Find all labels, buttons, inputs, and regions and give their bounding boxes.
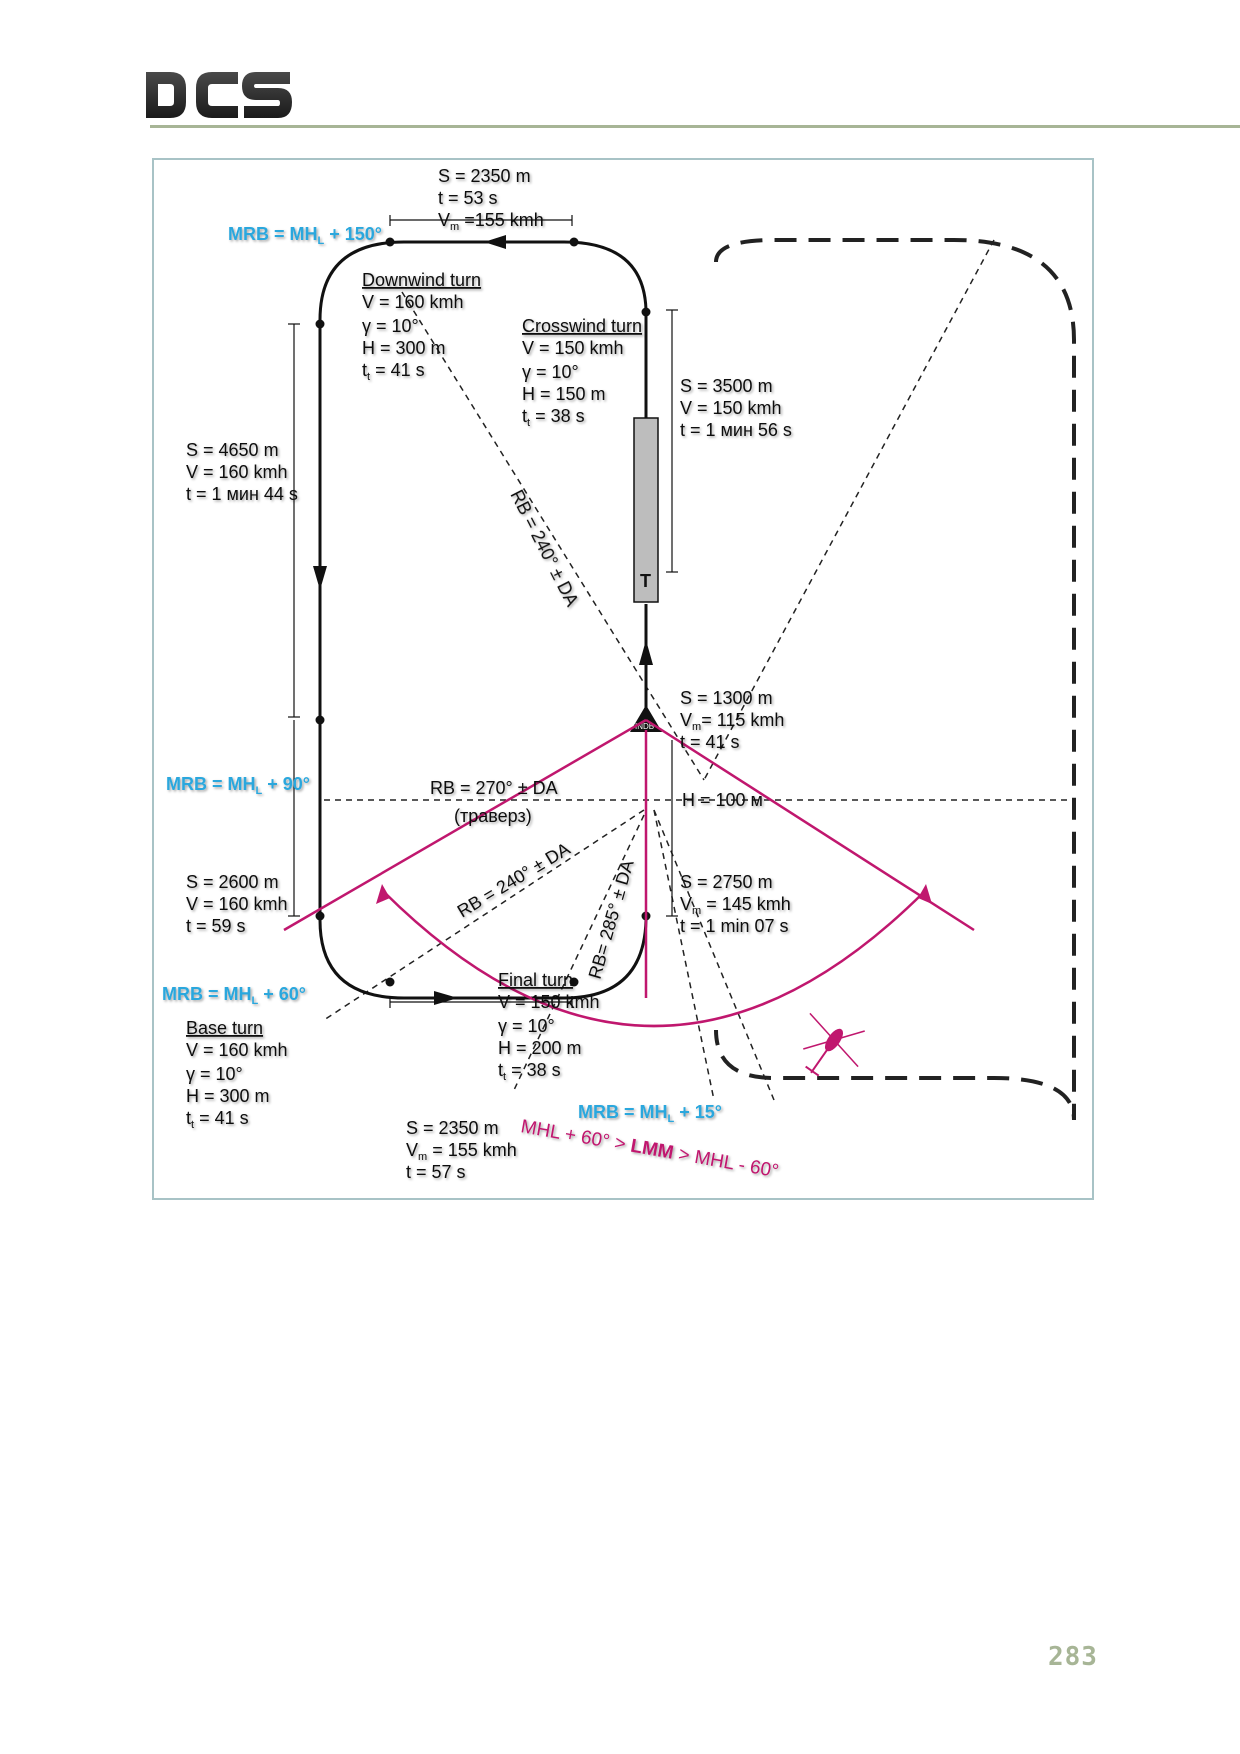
crosswind-time: tt = 38 s xyxy=(522,406,585,429)
base-turn-title: Base turn xyxy=(186,1018,263,1038)
final-turn-title: Final turn xyxy=(498,970,573,990)
runway-threshold-label: T xyxy=(640,571,651,591)
approach-pattern-diagram: T INDB S = 2350 m t = 53 xyxy=(162,166,1076,1182)
level-altitude: H = 100 м xyxy=(682,790,763,810)
final-speed: V = 150 kmh xyxy=(498,992,600,1012)
final-bank: γ = 10° xyxy=(498,1016,555,1036)
downwind-altitude: H = 300 m xyxy=(362,338,446,358)
mrb-90-label: MRB = MHL + 90° xyxy=(166,774,310,797)
downwind-speed: V = 160 kmh xyxy=(362,292,464,312)
traverse-russian: (траверз) xyxy=(454,806,532,826)
upwind-time: t = 1 мин 56 s xyxy=(680,420,792,440)
bottom-leg-time: t = 57 s xyxy=(406,1162,466,1182)
base-speed: V = 160 kmh xyxy=(186,1040,288,1060)
left-low-time: t = 59 s xyxy=(186,916,246,936)
right-low-speed: Vm = 145 kmh xyxy=(680,894,791,917)
left-leg-distance: S = 4650 m xyxy=(186,440,279,460)
top-leg-distance: S = 2350 m xyxy=(438,166,531,186)
top-leg-speed: Vm =155 kmh xyxy=(438,210,544,233)
final-altitude: H = 200 m xyxy=(498,1038,582,1058)
dcs-logo xyxy=(146,72,292,118)
bottom-leg-distance: S = 2350 m xyxy=(406,1118,499,1138)
left-low-distance: S = 2600 m xyxy=(186,872,279,892)
rb-240-upper-label: RB = 240° ± DA xyxy=(506,487,582,610)
helicopter-icon xyxy=(803,1012,865,1077)
crosswind-bank: γ = 10° xyxy=(522,362,579,382)
climb-time: t = 41 s xyxy=(680,732,740,752)
bottom-leg-speed: Vm = 155 kmh xyxy=(406,1140,517,1163)
downwind-bank: γ = 10° xyxy=(362,316,419,336)
climb-speed: Vm= 115 kmh xyxy=(680,710,784,733)
base-altitude: H = 300 m xyxy=(186,1086,270,1106)
ndb-label: INDB xyxy=(635,722,654,731)
left-leg-speed: V = 160 kmh xyxy=(186,462,288,482)
top-leg-time: t = 53 s xyxy=(438,188,498,208)
secondary-pattern-dashed xyxy=(714,238,1076,1121)
traverse-bearing: RB = 270° ± DA xyxy=(430,778,558,798)
downwind-time: tt = 41 s xyxy=(362,360,425,383)
climb-distance: S = 1300 m xyxy=(680,688,773,708)
crosswind-speed: V = 150 kmh xyxy=(522,338,624,358)
bearing-lines xyxy=(323,239,1074,1101)
page-number: 283 xyxy=(1048,1642,1098,1672)
runway xyxy=(633,417,659,603)
secondary-pattern-dashed-close xyxy=(1014,1030,1074,1120)
figure-frame: T INDB S = 2350 m t = 53 xyxy=(152,158,1094,1200)
left-low-speed: V = 160 kmh xyxy=(186,894,288,914)
right-low-distance: S = 2750 m xyxy=(680,872,773,892)
base-time: tt = 41 s xyxy=(186,1108,249,1131)
track-nodes xyxy=(315,237,651,987)
lmm-arc-label: MHL + 60° > LMM > MHL - 60° xyxy=(519,1116,780,1182)
crosswind-turn-title: Crosswind turn xyxy=(522,316,642,336)
left-leg-time: t = 1 мин 44 s xyxy=(186,484,298,504)
header-rule xyxy=(150,125,1240,128)
rb-285-label: RB= 285° ± DA xyxy=(585,858,638,981)
downwind-turn-title: Downwind turn xyxy=(362,270,481,290)
rb-240-lower-label: RB = 240° ± DA xyxy=(454,839,574,922)
mrb-150-label: MRB = MHL + 150° xyxy=(228,224,382,247)
dimension-lines xyxy=(288,215,678,1008)
right-low-time: t = 1 min 07 s xyxy=(680,916,789,936)
upwind-distance: S = 3500 m xyxy=(680,376,773,396)
final-time: tt = 38 s xyxy=(498,1060,561,1083)
mrb-15-label: MRB = MHL + 15° xyxy=(578,1102,722,1125)
base-bank: γ = 10° xyxy=(186,1064,243,1084)
mrb-60-label: MRB = MHL + 60° xyxy=(162,984,306,1007)
lmm-lines xyxy=(283,718,975,1028)
upwind-speed: V = 150 kmh xyxy=(680,398,782,418)
crosswind-altitude: H = 150 m xyxy=(522,384,606,404)
